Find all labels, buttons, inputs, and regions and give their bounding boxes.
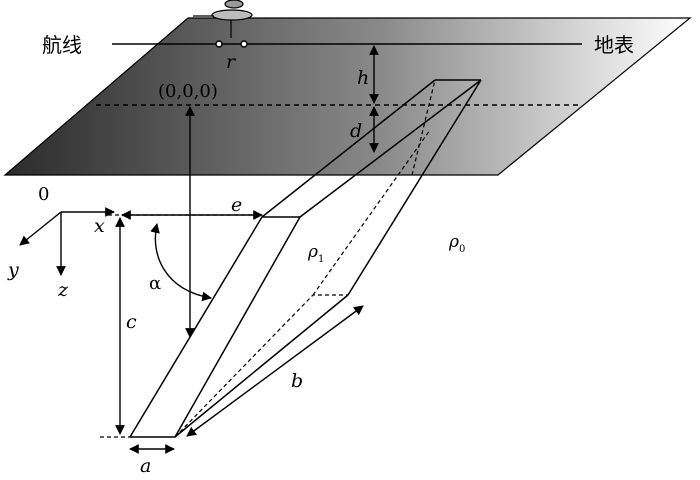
aircraft-icon	[193, 0, 253, 38]
axis-x-label: x	[94, 215, 105, 237]
receiver-label: r	[226, 51, 237, 73]
depth-label: d	[350, 120, 362, 142]
origin-coords-label: (0,0,0)	[158, 81, 218, 102]
rho-body-label: ρ1	[307, 242, 324, 265]
dim-b-arrow	[186, 305, 364, 437]
rho-host-label: ρ0	[448, 232, 465, 255]
ground-surface-label: 地表	[594, 33, 634, 57]
offset-e-label: e	[231, 194, 242, 216]
dike-hidden-vertical	[312, 129, 431, 296]
height-label: h	[357, 67, 369, 89]
ground-surface-plane	[3, 17, 692, 176]
length-b-label: b	[291, 370, 303, 392]
thickness-a-label: a	[140, 455, 151, 475]
extent-c-label: c	[126, 311, 137, 333]
dip-angle-label: α	[149, 273, 161, 294]
dip-angle-arc	[150, 223, 212, 302]
axis-y-label: y	[7, 259, 19, 281]
flight-line-label: 航线	[42, 33, 82, 57]
receiver-icon	[215, 40, 248, 48]
axis-z-label: z	[57, 279, 69, 301]
axes-origin-label: 0	[38, 184, 49, 205]
dike-hidden-top-diagonal	[411, 79, 436, 176]
coordinate-axes	[19, 207, 115, 276]
